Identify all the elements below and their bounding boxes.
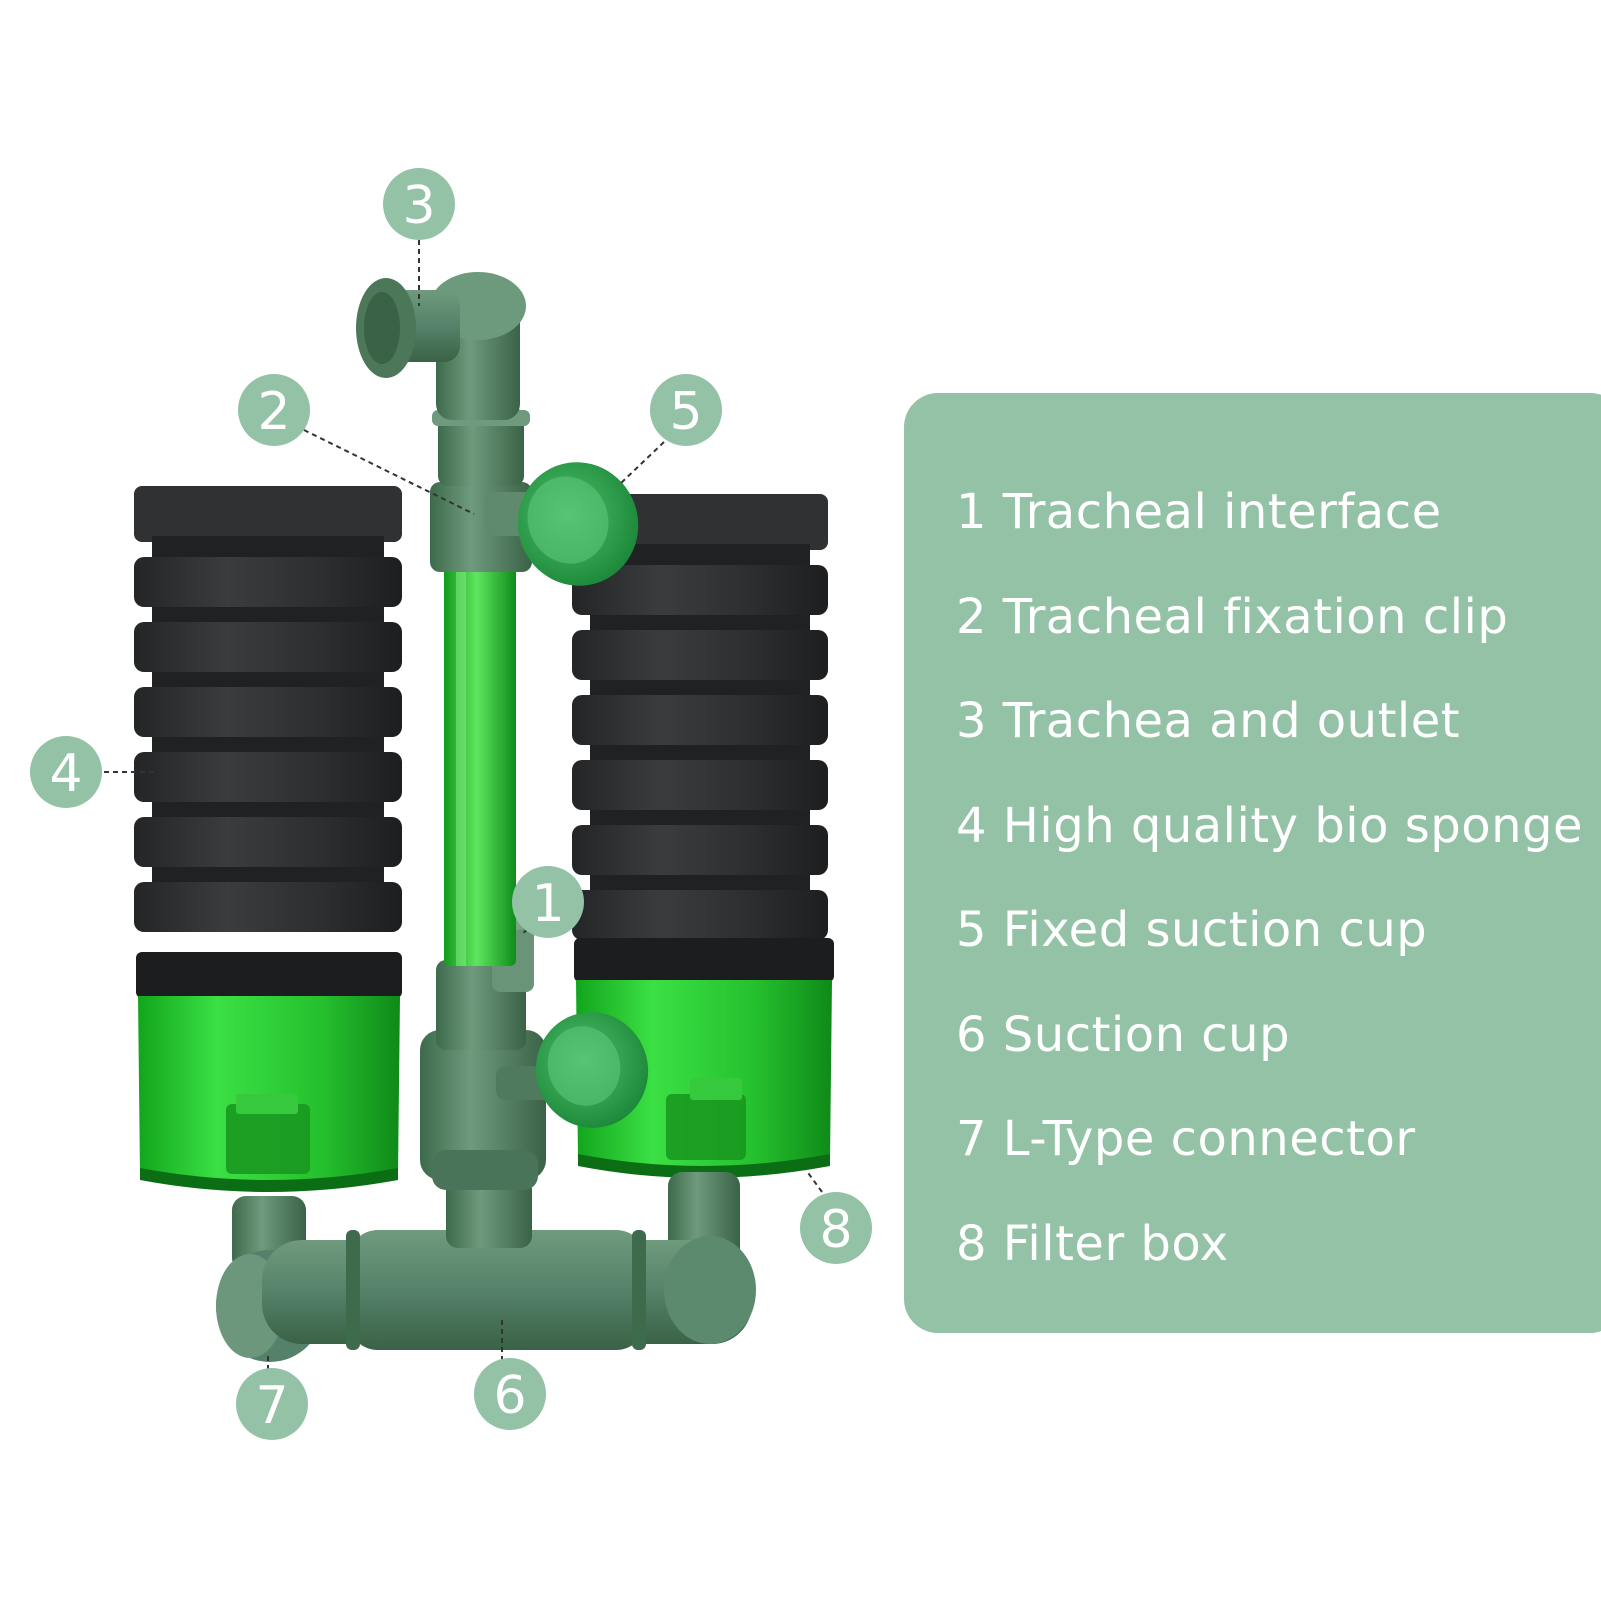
legend-panel xyxy=(904,393,1601,1333)
callout-1: 1 xyxy=(512,866,584,938)
callout-circle xyxy=(238,374,310,446)
callout-number: 3 xyxy=(402,176,435,236)
legend-item-3: 3 Trachea and outlet xyxy=(956,693,1461,749)
callout-number: 1 xyxy=(531,874,564,934)
callout-number: 6 xyxy=(493,1366,526,1426)
callout-number: 8 xyxy=(819,1200,852,1260)
sponge-rib xyxy=(572,565,828,615)
sponge-rib xyxy=(134,882,402,932)
leader-line-5 xyxy=(619,441,665,485)
left-bio-sponge xyxy=(134,486,402,932)
callout-circle xyxy=(650,374,722,446)
callout-badges: 1 2 3 4 5 6 7 8 xyxy=(30,168,872,1440)
sponge-rib xyxy=(134,557,402,607)
callout-circle xyxy=(800,1192,872,1264)
callout-number: 4 xyxy=(49,744,82,804)
sponge-rib xyxy=(572,760,828,810)
callout-number: 7 xyxy=(255,1376,288,1436)
legend-item-5: 5 Fixed suction cup xyxy=(956,902,1428,958)
left-filter-box xyxy=(136,952,402,1192)
legend-item-4: 4 High quality bio sponge xyxy=(956,797,1584,854)
bottom-manifold xyxy=(216,1172,756,1362)
sponge-rib xyxy=(572,825,828,875)
callout-4: 4 xyxy=(30,736,102,808)
sponge-rib xyxy=(134,752,402,802)
callout-6: 6 xyxy=(474,1358,546,1430)
sponge-rib xyxy=(572,695,828,745)
right-filter-box xyxy=(574,938,834,1178)
callout-circle xyxy=(30,736,102,808)
callout-circle xyxy=(236,1368,308,1440)
callout-number: 2 xyxy=(257,382,290,442)
callout-number: 5 xyxy=(669,382,702,442)
sponge-cap xyxy=(134,486,402,542)
sponge-rib xyxy=(134,687,402,737)
legend-list: 1 Tracheal interface 2 Tracheal fixation… xyxy=(956,460,1583,1296)
upper-suction-cup xyxy=(517,462,639,586)
callout-8: 8 xyxy=(800,1192,872,1264)
sponge-rib xyxy=(572,890,828,940)
right-bio-sponge xyxy=(572,494,828,940)
legend-item-1: 1 Tracheal interface xyxy=(956,484,1442,540)
callout-circle xyxy=(512,866,584,938)
callout-7: 7 xyxy=(236,1368,308,1440)
legend-item-6: 6 Suction cup xyxy=(956,1006,1291,1063)
lower-suction-cup xyxy=(535,1012,649,1128)
callout-2: 2 xyxy=(238,374,310,446)
leader-line-8 xyxy=(805,1169,823,1193)
legend-item-2: 2 Tracheal fixation clip xyxy=(956,588,1509,645)
callout-5: 5 xyxy=(650,374,722,446)
callout-3: 3 xyxy=(383,168,455,240)
callout-circle xyxy=(383,168,455,240)
callout-circle xyxy=(474,1358,546,1430)
sponge-rib xyxy=(134,622,402,672)
sponge-rib xyxy=(134,817,402,867)
sponge-rib xyxy=(572,630,828,680)
center-column xyxy=(356,272,560,1190)
legend-item-7: 7 L-Type connector xyxy=(956,1111,1416,1167)
legend-item-8: 8 Filter box xyxy=(956,1215,1229,1272)
leader-line-2 xyxy=(303,429,475,515)
